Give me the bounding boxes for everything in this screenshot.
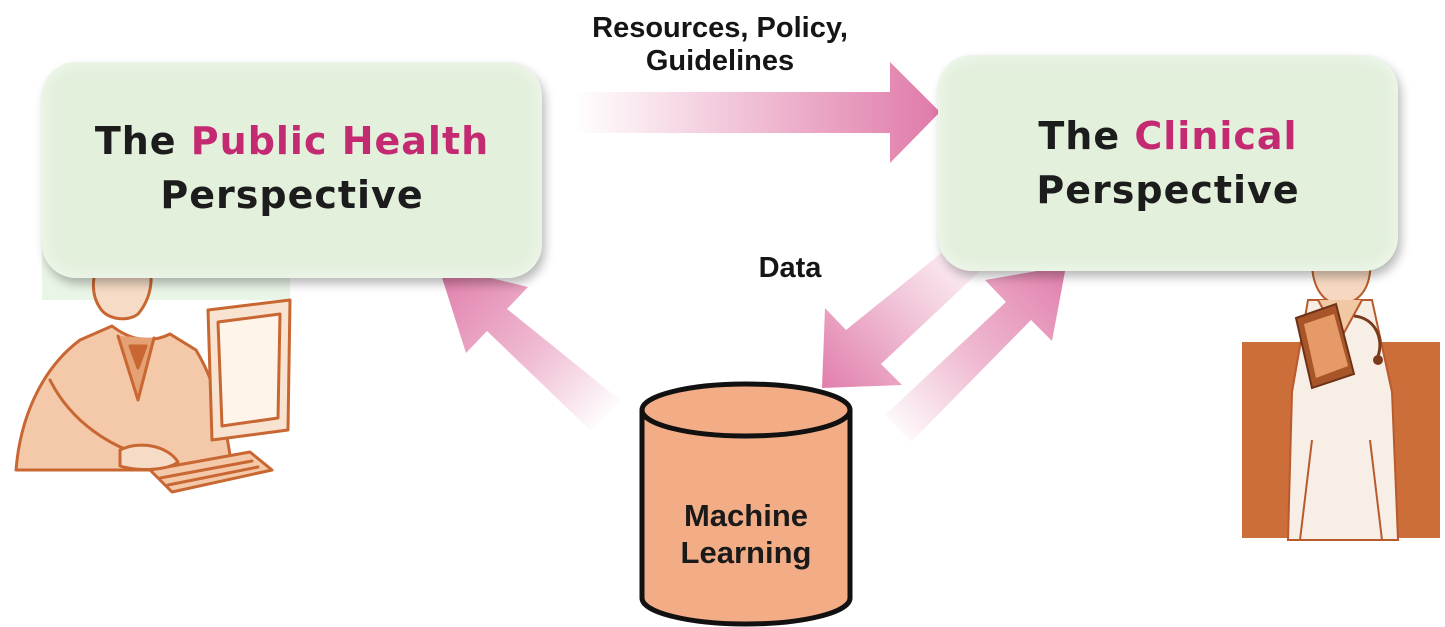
public-health-prefix: The [94, 119, 191, 163]
arrow-ml-to-public-health [438, 265, 620, 431]
doctor-icon [1242, 225, 1440, 541]
resources-label-line1: Resources, Policy, [592, 12, 848, 44]
arrow-data-down [822, 230, 996, 388]
database-cylinder-icon [639, 381, 853, 627]
resources-policy-guidelines-label: Resources, Policy, Guidelines [555, 12, 885, 78]
public-health-highlight: Public Health [190, 119, 490, 163]
clinical-highlight: Clinical [1134, 114, 1298, 158]
arrow-resources-flow [575, 62, 940, 163]
public-health-perspective-box: The Public Health Perspective [42, 62, 542, 278]
machine-learning-line1: Machine [683, 498, 809, 533]
public-health-title-line: The Public Health [42, 114, 542, 168]
office-worker-icon [14, 242, 292, 494]
resources-label-line2: Guidelines [645, 45, 795, 77]
public-health-perspective-label: Perspective [160, 173, 424, 217]
clinical-prefix: The [1038, 114, 1135, 158]
arrow-ml-to-clinical [885, 266, 1066, 442]
clinical-title-line: The Clinical [938, 109, 1398, 163]
clinical-perspective-box: The Clinical Perspective [938, 55, 1398, 271]
machine-learning-label: Machine Learning [640, 497, 852, 571]
data-label: Data [758, 252, 822, 284]
clinical-perspective-label: Perspective [1036, 168, 1300, 212]
machine-learning-line2: Learning [680, 535, 812, 570]
